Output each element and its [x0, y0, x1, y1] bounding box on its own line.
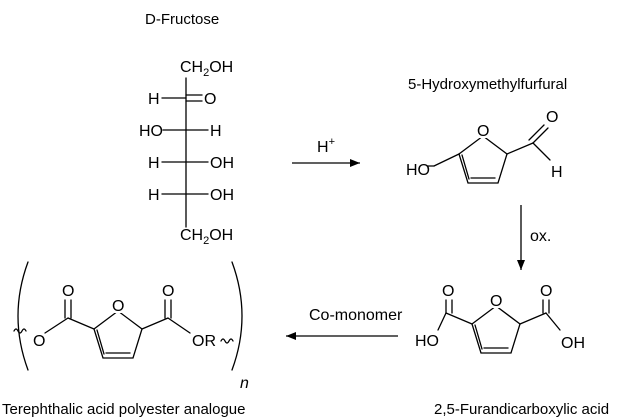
rect [475, 122, 491, 138]
fructose-bottom-ch2oh: CH2OH [180, 227, 233, 247]
acid-arrow: H+ [292, 136, 360, 167]
hmf-furan-ring [458, 135, 508, 184]
polymer-or: OR [192, 333, 216, 350]
polymer-furan-ring [93, 310, 143, 359]
polymer-right-carbonyl-o: O [162, 283, 174, 300]
rect [488, 292, 504, 308]
bond [67, 317, 95, 330]
fructose-structure: D-Fructose CH2OH H O HO H H OH H OH CH2O… [139, 11, 234, 247]
bond [519, 312, 547, 325]
bond [461, 154, 470, 180]
bond [532, 142, 551, 161]
polymer-left-wavy-end [13, 328, 27, 334]
fdca-structure: O O HO O OH 2,5-Furandicarboxylic acid [415, 283, 609, 418]
comonomer-arrow-head [286, 332, 296, 340]
fructose-c3-ho: HO [139, 123, 163, 140]
fructose-c4-oh: OH [210, 155, 234, 172]
hmf-ring-oxygen: O [477, 123, 489, 140]
hmf-aldehyde-h: H [551, 164, 563, 181]
comonomer-arrow: Co-monomer [286, 307, 403, 340]
bond [528, 124, 545, 141]
polymer-left-bracket [17, 261, 29, 371]
fdca-left-carbonyl-o: O [442, 283, 454, 300]
acid-arrow-head [350, 159, 360, 167]
acid-reagent-label: H+ [317, 136, 335, 156]
polymer-ring-oxygen: O [112, 298, 124, 315]
hmf-aldehyde-o: O [546, 109, 558, 126]
fdca-left-ho: HO [415, 333, 439, 350]
fdca-ring-oxygen: O [490, 293, 502, 310]
bond [532, 127, 549, 144]
bond [141, 317, 169, 330]
fructose-c3-h: H [210, 123, 222, 140]
bond [96, 329, 105, 355]
bond [167, 317, 191, 334]
fdca-label: 2,5-Furandicarboxylic acid [434, 401, 609, 418]
bond [44, 317, 69, 334]
bond [437, 312, 447, 331]
polyester-structure: n O O O O OR Terephthalic acid polyester… [2, 261, 249, 418]
fructose-c2-o: O [204, 91, 216, 108]
bond [545, 312, 561, 331]
oxidation-arrow-head [517, 260, 525, 270]
bond [445, 312, 473, 325]
fructose-top-ch2oh: CH2OH [180, 59, 233, 79]
polymer-repeat-n: n [240, 375, 249, 392]
oxidation-reagent-label: ox. [530, 228, 551, 245]
fdca-right-carbonyl-o: O [540, 283, 552, 300]
fructose-c5-h: H [148, 187, 160, 204]
comonomer-reagent-label: Co-monomer [309, 307, 403, 324]
fructose-label: D-Fructose [145, 11, 219, 28]
polymer-right-wavy-end [220, 338, 234, 344]
fructose-c4-h: H [148, 155, 160, 172]
fdca-furan-ring [471, 305, 521, 354]
polymer-right-bracket [231, 261, 243, 371]
fructose-c5-oh: OH [210, 187, 234, 204]
bond [474, 324, 483, 350]
rect [110, 297, 126, 313]
bond [433, 153, 460, 167]
oxidation-arrow: ox. [517, 205, 551, 270]
polyester-label: Terephthalic acid polyester analogue [2, 401, 246, 418]
fdca-right-oh: OH [561, 335, 585, 352]
polymer-left-ester-o: O [33, 333, 45, 350]
bond [506, 142, 534, 155]
hmf-structure: 5-Hydroxymethylfurfural O HO O H [406, 76, 567, 184]
fructose-c2-h: H [148, 91, 160, 108]
polymer-left-carbonyl-o: O [62, 283, 74, 300]
hmf-label: 5-Hydroxymethylfurfural [408, 76, 567, 93]
hmf-ho: HO [406, 162, 430, 179]
